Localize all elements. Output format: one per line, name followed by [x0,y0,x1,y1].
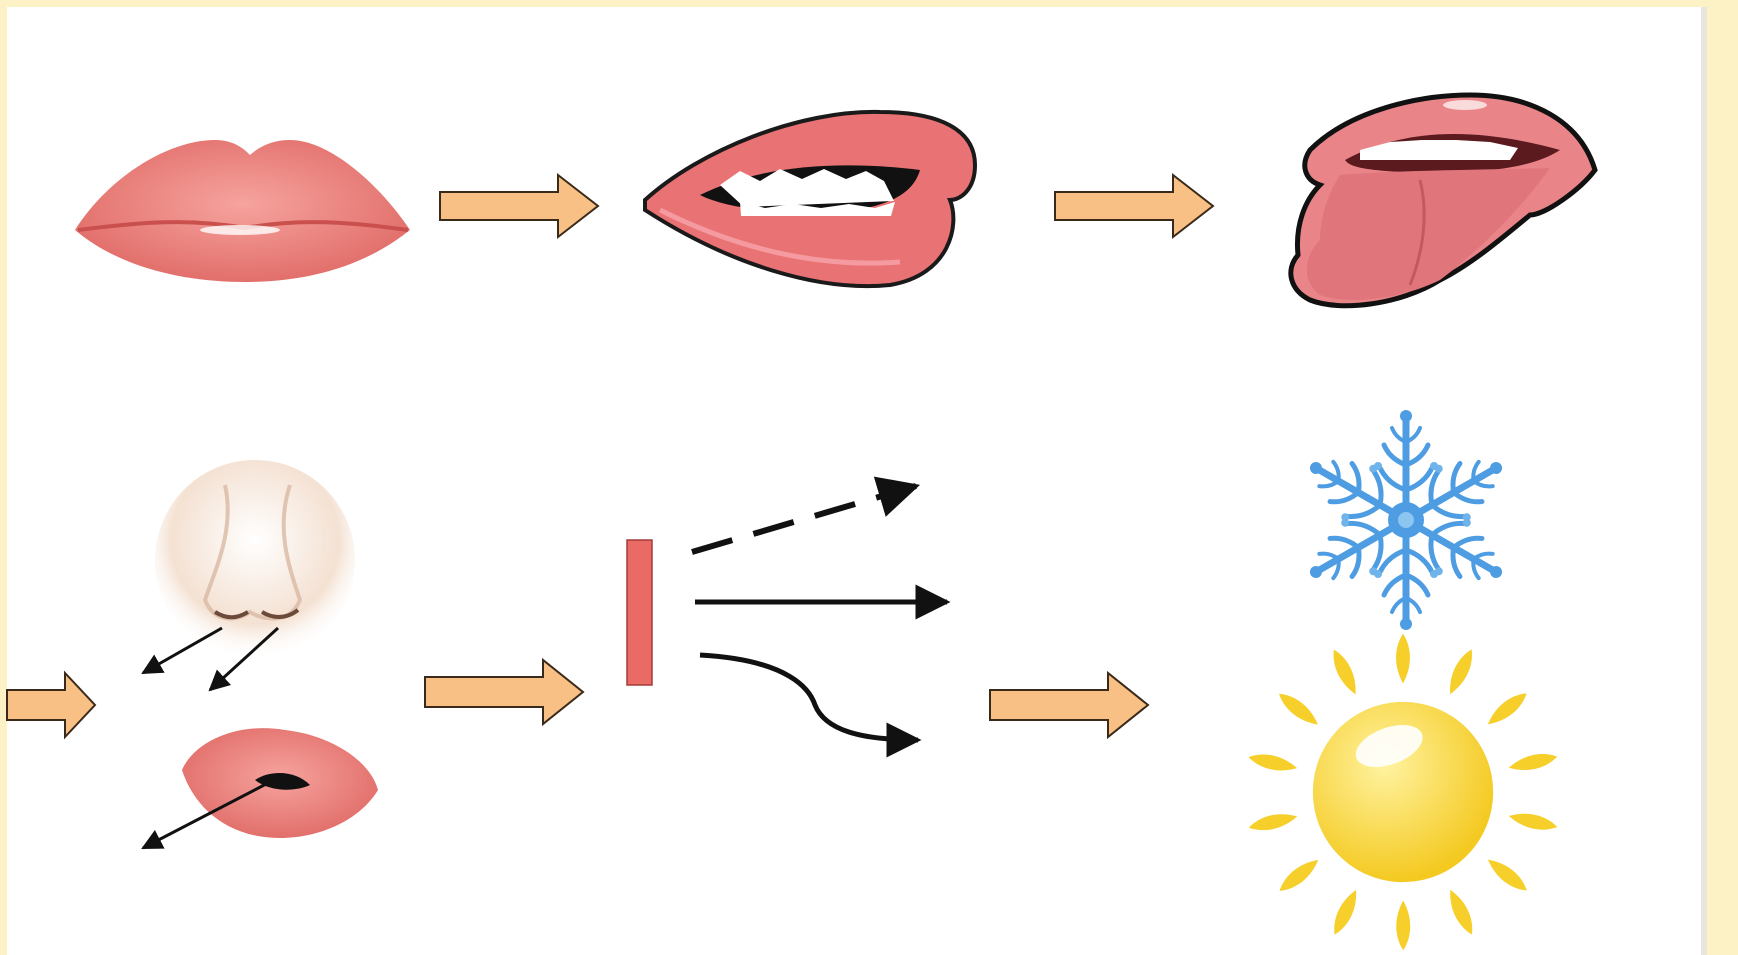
open-mouth-teeth-icon [645,112,975,286]
snowflake-icon [1295,410,1518,630]
block-arrow-4 [990,673,1148,737]
nose-icon [155,460,355,660]
closed-lips-icon [75,140,410,282]
block-arrow-left-edge [7,673,95,737]
small-lips-icon [182,728,378,838]
sun-icon [1247,634,1559,950]
block-arrow-2 [1055,175,1213,237]
tongue-out-icon [1291,95,1595,306]
airflow-arrows-icon [692,486,947,740]
block-arrow-3 [425,660,583,724]
block-arrow-1 [440,175,598,237]
airflow-dashed [692,486,916,552]
airflow-curved [700,655,918,740]
obstacle-bar [627,540,652,685]
